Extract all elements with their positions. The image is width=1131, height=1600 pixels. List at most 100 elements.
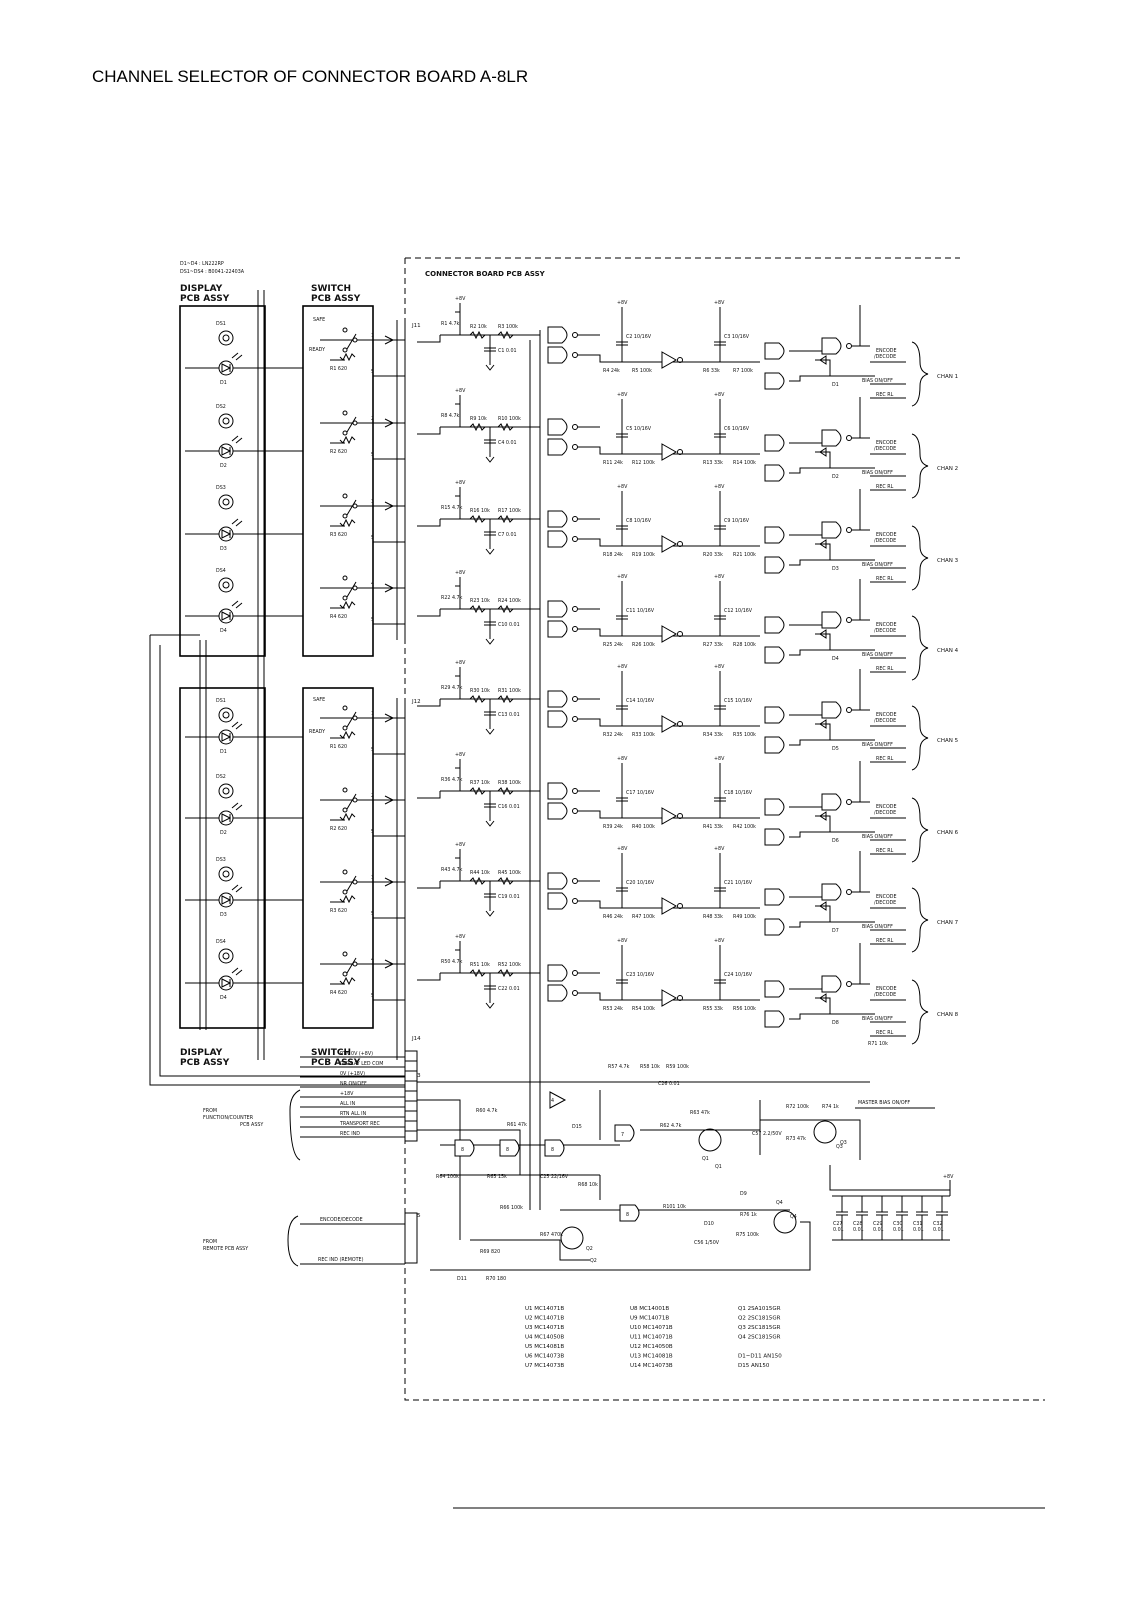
pullup-resistor: R43 4.7k (441, 867, 463, 873)
lamp-label: DS2 (216, 774, 226, 780)
coupling-capacitor: C17 10/16V (626, 790, 655, 796)
led-indicator: D4 (185, 967, 303, 1001)
timing-resistor: R42 100k (733, 824, 756, 830)
timing-resistor: R25 24k (603, 642, 623, 648)
svg-text:Q1: Q1 (702, 1156, 709, 1162)
control-part-label: R58 10k (640, 1064, 660, 1070)
led-label: D4 (220, 628, 227, 634)
from-function-label: FROM FUNCTION/COUNTER PCB ASSY (203, 1108, 263, 1128)
pin-number: 5 (371, 452, 374, 458)
supply-label: +8V (714, 574, 725, 580)
channel-label: CHAN 3 (937, 558, 959, 564)
pin-number: 2 (371, 793, 374, 799)
coupling-capacitor: C5 10/16V (626, 426, 652, 432)
display-lamp: DS1 (216, 321, 234, 346)
encode-decode-output: ENCODE (876, 804, 896, 810)
encode-decode-output: /DECODE (874, 538, 896, 544)
series-resistor: R10 100k (498, 416, 521, 422)
switch-resistor-label: R3 620 (330, 532, 347, 538)
channel-label: CHAN 5 (937, 738, 959, 744)
series-resistor: R17 100k (498, 508, 521, 514)
switch-resistor-label: R2 620 (330, 449, 347, 455)
bypass-capacitors: +8V C270.01C280.01C290.01C300.01C310.01C… (832, 1174, 954, 1241)
display-lamp: DS2 (216, 404, 234, 429)
j13-signal: TRANSPORT REC (339, 1121, 380, 1127)
timing-resistor: R19 100k (632, 552, 655, 558)
supply-label: +8V (455, 660, 466, 666)
filter-capacitor: C10 0.01 (498, 622, 520, 628)
connector-j11: J11 (411, 323, 421, 329)
master-control-circuit: MASTER BIAS ON/OFF Q1 Q3 Q2 Q4 8 8 8 7 8… (417, 1081, 950, 1271)
svg-text:8: 8 (551, 1147, 554, 1153)
encode-decode-output: /DECODE (874, 810, 896, 816)
supply-label: +8V (617, 574, 628, 580)
parts-list-entry: U13 MC14081B (630, 1354, 673, 1360)
timing-resistor: R33 100k (632, 732, 655, 738)
supply-label: +8V (455, 842, 466, 848)
led-label: D3 (220, 912, 227, 918)
svg-text:Q3: Q3 (840, 1140, 847, 1146)
connector-j12: J12 (411, 699, 421, 705)
switch-pcb-box-top (302, 305, 374, 657)
control-part-label: R63 47k (690, 1110, 710, 1116)
series-resistor: R51 10k (470, 962, 490, 968)
led-label: D2 (220, 830, 227, 836)
diode-label: D8 (832, 1020, 839, 1026)
coupling-capacitor: C24 10/16V (724, 972, 753, 978)
display-lamp: DS4 (216, 939, 234, 964)
control-part-label: R69 820 (480, 1249, 500, 1255)
pin-number: 1 (371, 333, 374, 339)
filter-capacitor: C19 0.01 (498, 894, 520, 900)
series-resistor: R45 100k (498, 870, 521, 876)
coupling-capacitor: C15 10/16V (724, 698, 753, 704)
supply-label: +8V (455, 296, 466, 302)
timing-resistor: R18 24k (603, 552, 623, 558)
parts-list-entry: U5 MC14081B (525, 1344, 564, 1350)
series-resistor: R30 10k (470, 688, 490, 694)
control-part-label: Q3 (836, 1144, 843, 1150)
led-label: D1 (220, 380, 227, 386)
encode-decode-output: /DECODE (874, 900, 896, 906)
connector-board-label: CONNECTOR BOARD PCB ASSY (425, 270, 546, 278)
svg-text:FUNCTION/COUNTER: FUNCTION/COUNTER (203, 1115, 254, 1121)
pullup-resistor: R36 4.7k (441, 777, 463, 783)
svg-text:8: 8 (461, 1147, 464, 1153)
timing-resistor: R5 100k (632, 368, 652, 374)
j13-signal: REC IND (340, 1131, 360, 1137)
timing-resistor: R21 100k (733, 552, 756, 558)
coupling-capacitor: C11 10/16V (626, 608, 655, 614)
control-part-label: R59 100k (666, 1064, 689, 1070)
series-resistor: R52 100k (498, 962, 521, 968)
series-resistor: R24 100k (498, 598, 521, 604)
control-part-label: Q4 (790, 1214, 797, 1220)
encode-decode-output: /DECODE (874, 992, 896, 998)
control-part-label: C25 22/16V (540, 1174, 569, 1180)
timing-resistor: R48 33k (703, 914, 723, 920)
bypass-cap-name: C32 (933, 1221, 942, 1227)
bypass-cap-value: 0.01 (833, 1227, 844, 1233)
series-resistor: R9 10k (470, 416, 487, 422)
control-part-label: R73 47k (786, 1136, 806, 1142)
timing-resistor: R46 24k (603, 914, 623, 920)
svg-text:4: 4 (551, 1098, 554, 1104)
parts-list-entry: Q4 2SC1815GR (738, 1335, 781, 1341)
supply-label: +8V (455, 388, 466, 394)
supply-label: +8V (714, 938, 725, 944)
coupling-capacitor: C3 10/16V (724, 334, 750, 340)
page-title: CHANNEL SELECTOR OF CONNECTOR BOARD A-8L… (92, 67, 528, 86)
parts-list-entry: U10 MC14071B (630, 1325, 673, 1331)
series-resistor: R2 10k (470, 324, 487, 330)
display-pcb-box-bottom (179, 687, 266, 1029)
ready-label-top: READY (309, 347, 325, 353)
control-part-label: R68 10k (578, 1182, 598, 1188)
control-part-label: R60 4.7k (476, 1108, 498, 1114)
lamp-label: DS1 (216, 321, 226, 327)
switch-resistor-label: R4 620 (330, 614, 347, 620)
pullup-resistor: R1 4.7k (441, 321, 460, 327)
